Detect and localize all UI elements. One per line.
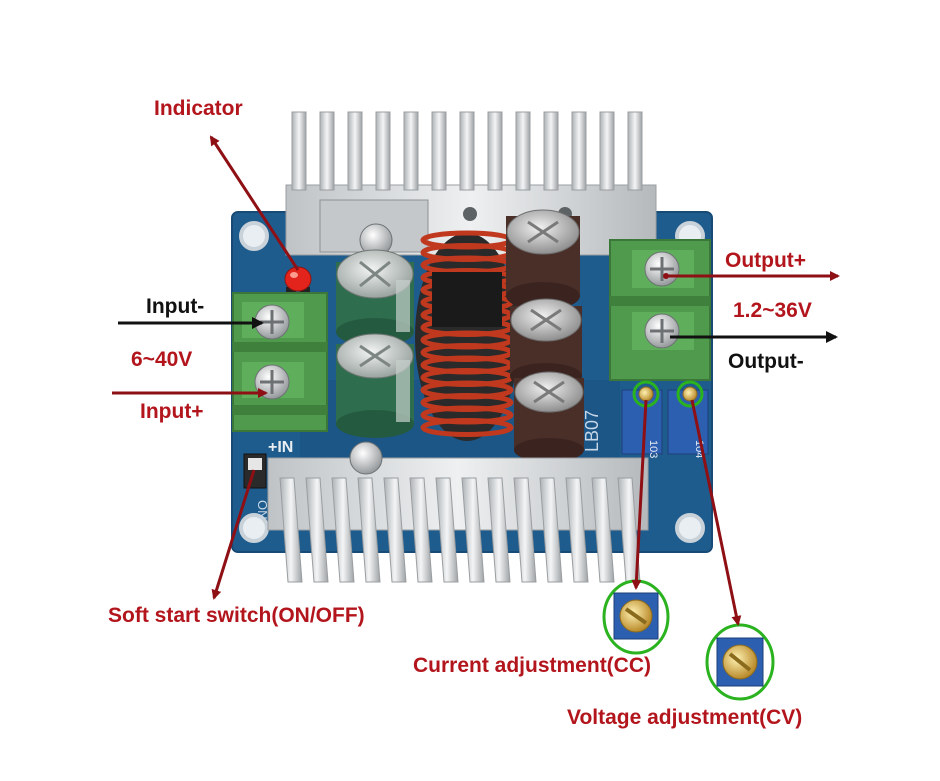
- cv-pot-zoom: [705, 623, 775, 701]
- soft-start-label: Soft start switch(ON/OFF): [108, 604, 365, 627]
- heatsink-fin: [403, 111, 419, 191]
- heatsink-fin: [513, 477, 537, 583]
- heatsink-fin: [627, 111, 643, 191]
- output-minus-label: Output-: [728, 350, 804, 373]
- input-minus-label: Input-: [146, 295, 205, 318]
- indicator-arrow: [209, 135, 300, 271]
- heatsink-fin: [459, 111, 475, 191]
- inductor-coil: [415, 230, 519, 441]
- heatsink-fin: [431, 111, 447, 191]
- soft-start-arrow: [211, 469, 256, 600]
- heatsink-fin: [305, 477, 329, 583]
- voltage-adjustment-label: Voltage adjustment(CV): [567, 706, 803, 729]
- mount-hole: [675, 513, 705, 543]
- heatsink-fin: [409, 477, 433, 583]
- mount-hole: [239, 221, 269, 251]
- heatsink-fin: [435, 477, 459, 583]
- input-voltage-label: 6~40V: [131, 348, 193, 371]
- heatsink-fin: [487, 477, 511, 583]
- mount-hole: [239, 513, 269, 543]
- heatsink-fin: [571, 111, 587, 191]
- output-voltage-label: 1.2~36V: [733, 299, 812, 322]
- coil-wrap: [420, 418, 514, 437]
- heatsink-fin: [599, 111, 615, 191]
- capacitor-brown-3: [514, 371, 584, 462]
- capacitor-brown-2: [510, 298, 582, 389]
- heatsink-fin: [461, 477, 485, 583]
- input-plus-label: Input+: [140, 400, 204, 423]
- output-plus-label: Output+: [725, 249, 807, 272]
- heatsink-fin: [347, 111, 363, 191]
- current-adjustment-label: Current adjustment(CC): [413, 654, 652, 677]
- heatsink-fin: [331, 477, 355, 583]
- indicator-label: Indicator: [154, 97, 243, 120]
- heatsink-fin: [319, 111, 335, 191]
- capacitor-brown-1: [506, 209, 580, 310]
- cc-arrow: [631, 399, 648, 590]
- plus-in-label: +IN: [268, 439, 293, 456]
- pcb-code: LB07: [582, 410, 602, 452]
- heatsink-fin: [357, 477, 381, 583]
- heatsink-fin: [515, 111, 531, 191]
- heatsink-fin: [487, 111, 503, 191]
- heatsink-fin: [543, 111, 559, 191]
- heatsink-fin: [279, 477, 303, 583]
- cv-pot-highlight: [676, 380, 704, 408]
- heatsink-fin: [291, 111, 307, 191]
- heatsink-fin: [539, 477, 563, 583]
- cv-arrow: [690, 399, 742, 626]
- pot-code-1: 103: [647, 440, 659, 458]
- top-heatsink: [285, 111, 657, 257]
- output-terminal-block: [609, 239, 711, 381]
- heatsink-fin: [565, 477, 589, 583]
- heatsink-screw: [349, 441, 383, 475]
- bottom-heatsink: [267, 441, 649, 583]
- capacitor-green-1: [336, 249, 414, 346]
- heatsink-fin: [383, 477, 407, 583]
- capacitor-green-2: [336, 333, 414, 438]
- annotation-arrows: [112, 135, 840, 626]
- cc-pot-zoom: [602, 579, 670, 655]
- heatsink-fin: [375, 111, 391, 191]
- input-terminal-block: [232, 292, 328, 432]
- switch-on-label: ON: [255, 500, 270, 520]
- heatsink-fin: [591, 477, 615, 583]
